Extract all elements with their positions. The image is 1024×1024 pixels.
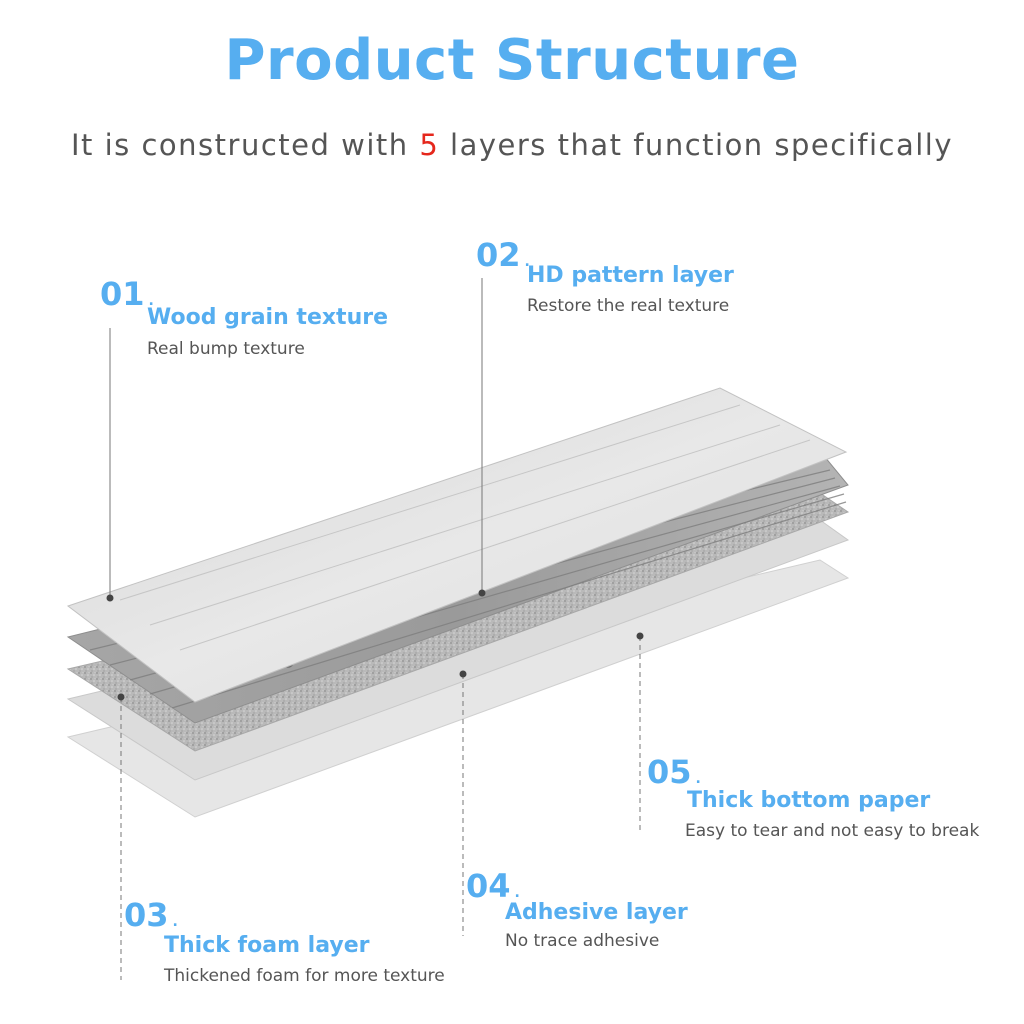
layer-desc-03: Thickened foam for more texture	[164, 966, 445, 986]
layer-desc-01: Real bump texture	[147, 339, 305, 359]
layer-number-05: 05.	[647, 753, 701, 791]
layer-desc-05: Easy to tear and not easy to break	[685, 821, 980, 841]
layer-number-02: 02.	[476, 236, 530, 274]
top-grain-lines	[119, 404, 811, 651]
page-subtitle: It is constructed with 5 layers that fun…	[0, 128, 1024, 162]
marker-dot-02	[478, 589, 486, 597]
subtitle-text-before: It is constructed with	[70, 128, 420, 162]
page-title: Product Structure	[224, 28, 800, 93]
marker-dot-04	[459, 670, 467, 678]
layer-title-04: Adhesive layer	[505, 900, 688, 925]
subtitle-text-after: layers that function specifically	[439, 128, 954, 162]
layer-desc-02: Restore the real texture	[527, 296, 730, 316]
layer-title-02: HD pattern layer	[527, 263, 734, 288]
marker-dot-05	[636, 632, 644, 640]
layer-number-01: 01.	[100, 275, 154, 313]
layer-title-05: Thick bottom paper	[687, 788, 931, 813]
layer-title-01: Wood grain texture	[147, 305, 389, 330]
marker-dot-03	[117, 693, 125, 701]
layer-title-03: Thick foam layer	[164, 933, 370, 958]
marker-dot-01	[106, 594, 114, 602]
layer-number-03: 03.	[124, 896, 178, 934]
layer-count: 5	[419, 128, 440, 162]
layer-wood-grain	[66, 387, 848, 703]
layer-desc-04: No trace adhesive	[505, 931, 660, 951]
layer-number-04: 04.	[466, 867, 520, 905]
